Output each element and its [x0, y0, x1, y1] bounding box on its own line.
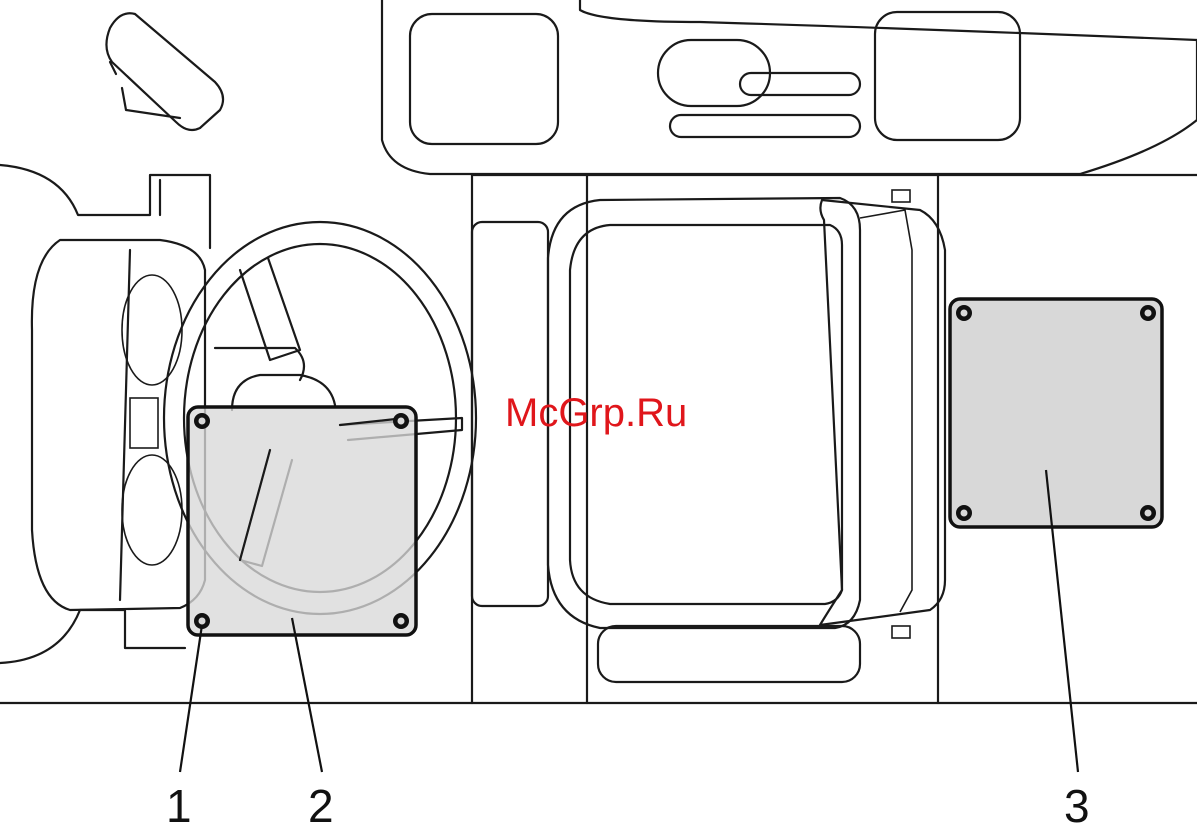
callout-1: 1	[166, 780, 192, 826]
grab-handle	[106, 13, 223, 130]
passenger-access-plate	[950, 299, 1162, 527]
callout-2: 2	[308, 780, 334, 826]
leader-line-2	[292, 618, 322, 772]
instrument-cluster	[32, 240, 205, 610]
watermark: McGrp.Ru	[505, 391, 687, 435]
driver-access-plate	[188, 407, 416, 635]
dashboard	[382, 0, 1197, 174]
passenger-seat	[472, 190, 945, 682]
callout-3: 3	[1064, 780, 1090, 826]
